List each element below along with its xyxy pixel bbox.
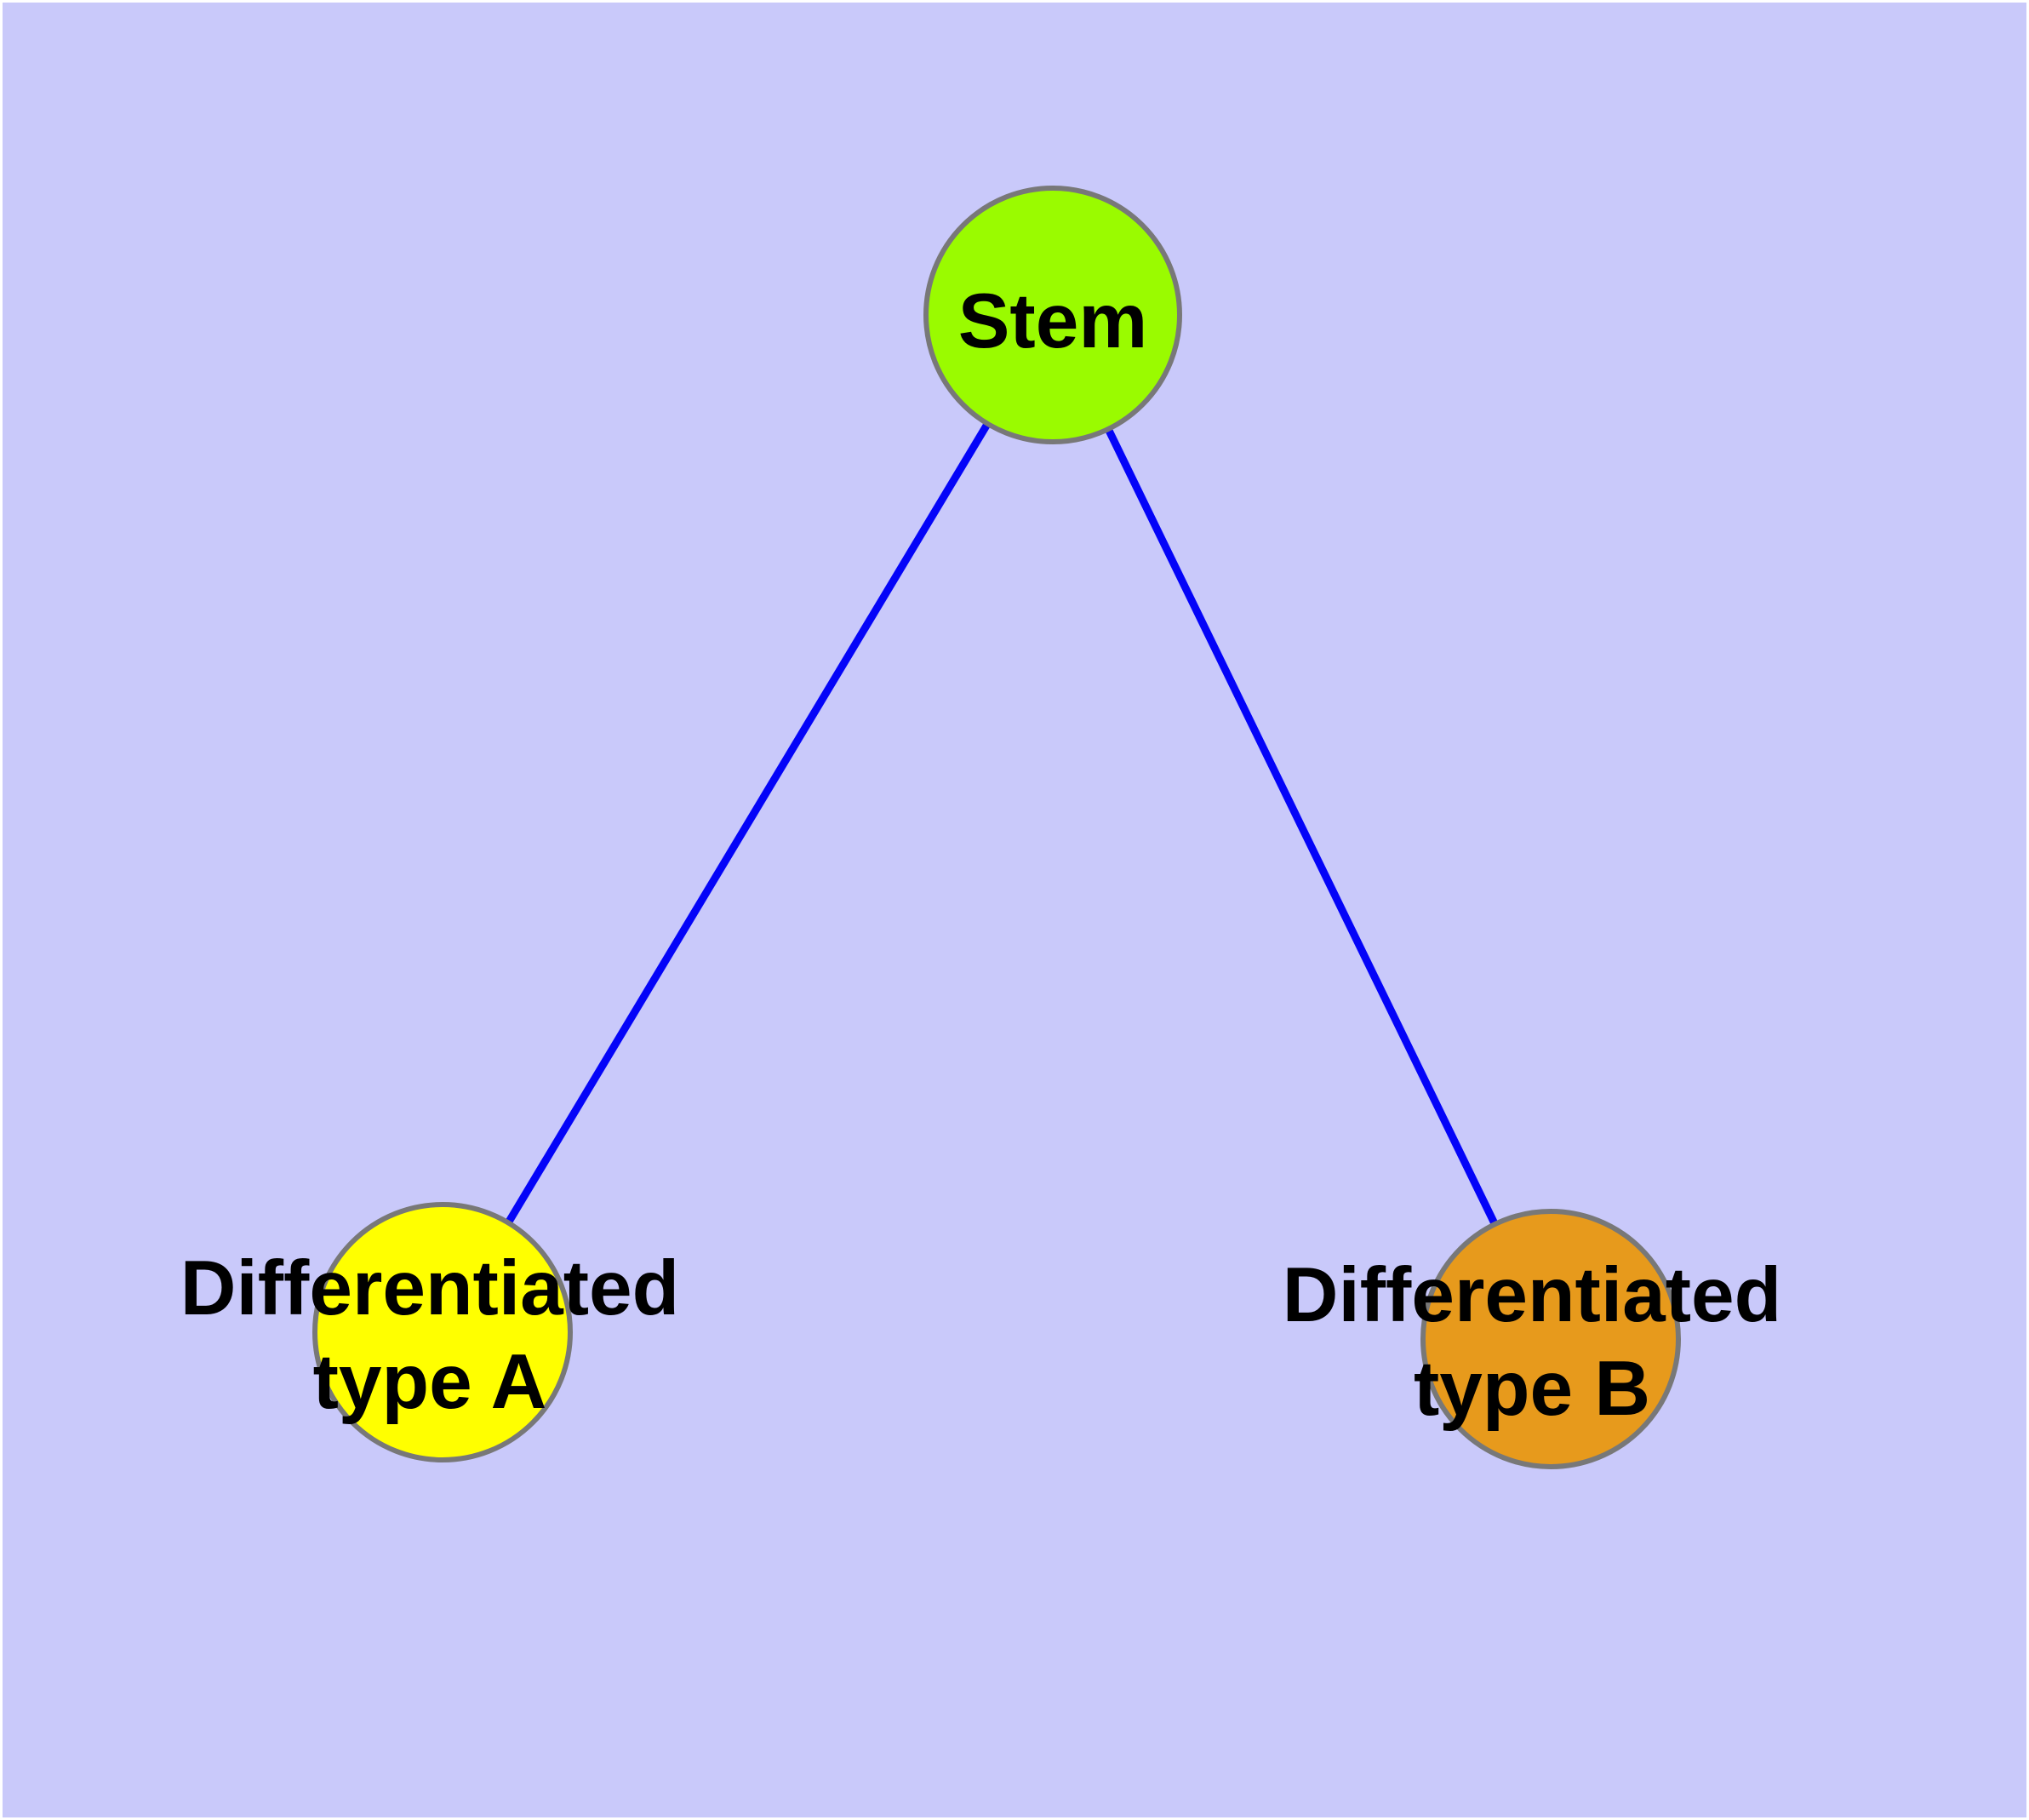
node-stem-label: Stem (958, 278, 1148, 364)
node-differentiated-type-a (312, 1202, 573, 1462)
edge-stem-to-type-b (1049, 313, 1555, 1341)
node-stem (923, 186, 1182, 444)
graph-canvas: Stem Differentiated type A Differentiate… (3, 3, 2026, 1817)
node-type-b-label-line2: type B (1414, 1346, 1650, 1432)
edge-stem-to-type-a (439, 312, 1056, 1335)
node-type-a-label-line1: Differentiated (180, 1245, 680, 1331)
node-type-b-label-line1: Differentiated (1283, 1252, 1782, 1338)
node-type-a-label-line2: type A (313, 1339, 547, 1425)
node-differentiated-type-b (1420, 1209, 1681, 1469)
plot-frame: Stem Differentiated type A Differentiate… (3, 3, 2026, 1817)
